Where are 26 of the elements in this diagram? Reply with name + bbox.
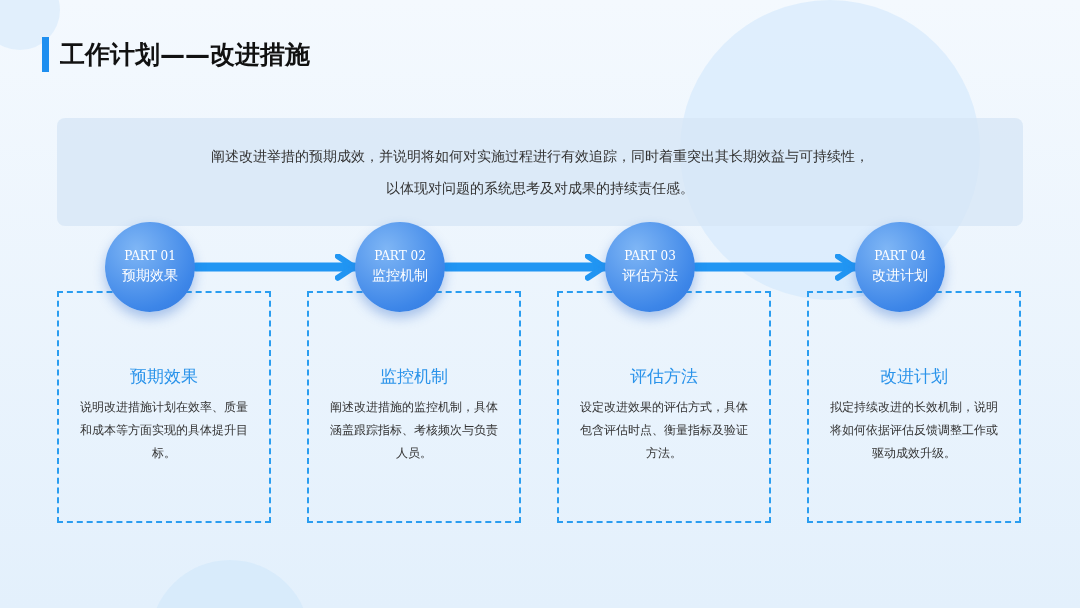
part-title: 评估方法 [621, 267, 679, 285]
dashed-card [307, 291, 521, 523]
part-circle [105, 222, 195, 312]
dashed-card [557, 291, 771, 523]
intro-panel [57, 118, 1023, 226]
card-heading: 改进计划 [879, 365, 949, 388]
part-number: PART 03 [623, 249, 677, 263]
dashed-card [807, 291, 1021, 523]
card-heading: 预期效果 [129, 365, 199, 388]
part-circle [355, 222, 445, 312]
part-number: PART 01 [123, 249, 177, 263]
part-number: PART 04 [873, 249, 927, 263]
part-title: 监控机制 [371, 267, 429, 285]
title: 工作计划——改进措施 [60, 39, 310, 71]
card-text: 拟定持续改进的长效机制，说明将如何依据评估反馈调整工作或驱动成效升级。 [829, 399, 999, 462]
card-text: 设定改进效果的评估方式，具体包含评估时点、衡量指标及验证方法。 [579, 399, 749, 462]
part-title: 预期效果 [121, 267, 179, 285]
card-text: 说明改进措施计划在效率、质量和成本等方面实现的具体提升目标。 [79, 399, 249, 462]
dashed-card [57, 291, 271, 523]
part-circle [605, 222, 695, 312]
card-heading: 评估方法 [629, 365, 699, 388]
intro-text: 阐述改进举措的预期成效，并说明将如何对实施过程进行有效追踪，同时着重突出其长期效益与可持续性，以体现对问题的系统思考及对成果的持续责任感。 [210, 147, 870, 198]
part-number: PART 02 [373, 249, 427, 263]
card-heading: 监控机制 [379, 365, 449, 388]
part-title: 改进计划 [871, 267, 929, 285]
card-text: 阐述改进措施的监控机制，具体涵盖跟踪指标、考核频次与负责人员。 [329, 399, 499, 462]
